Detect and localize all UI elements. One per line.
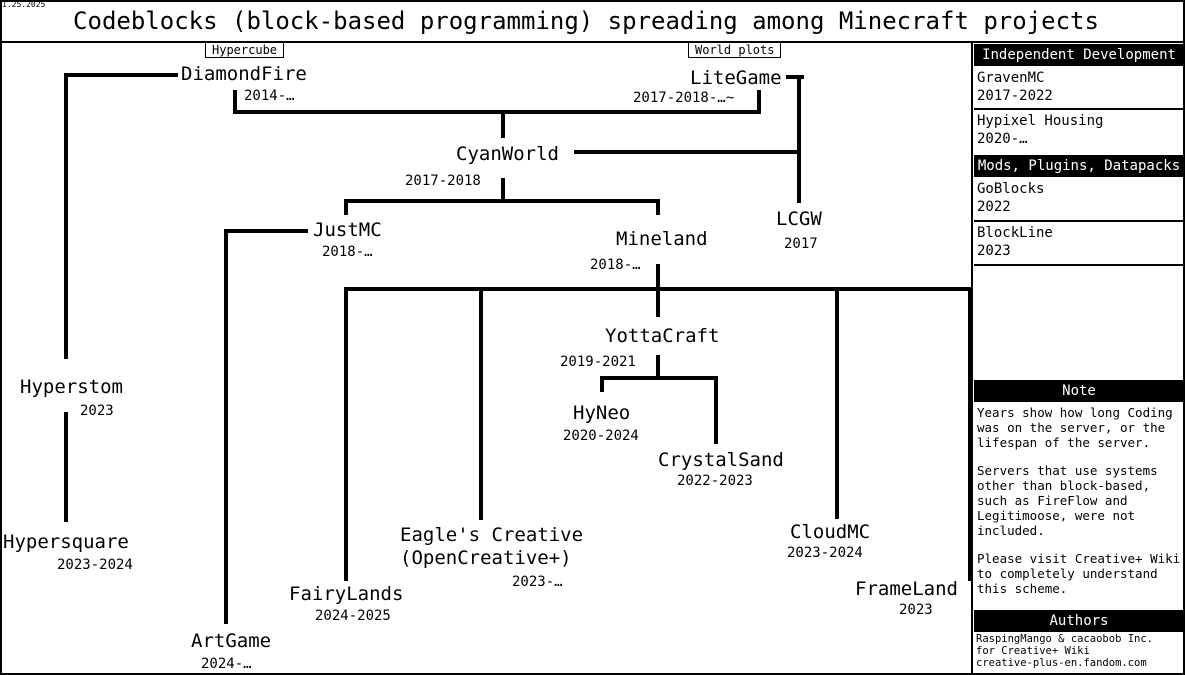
node-hyperstom-years: 2023 — [80, 403, 114, 419]
node-lcgw-name: LCGW — [776, 208, 822, 230]
hypercube-label: Hypercube — [205, 42, 285, 58]
world-plots-label: World plots — [688, 42, 782, 58]
connector-line — [501, 178, 505, 202]
mods-item: GoBlocks 2022 — [974, 178, 1184, 222]
note-header: Note — [974, 380, 1184, 402]
node-cloudmc-years: 2023-2024 — [787, 545, 863, 561]
connector-line — [656, 287, 660, 317]
connector-line — [600, 376, 718, 380]
node-hyneo-name: HyNeo — [573, 402, 631, 424]
mods-item-name: BlockLine — [977, 225, 1053, 241]
connector-line — [344, 199, 660, 203]
connector-line — [64, 74, 68, 359]
connector-line — [64, 412, 68, 522]
connector-line — [574, 150, 800, 154]
sidebar-divider — [971, 41, 973, 675]
node-hypersquare-name: Hypersquare — [3, 531, 129, 553]
node-cyanworld-name: CyanWorld — [456, 143, 559, 165]
node-diamondfire-name: DiamondFire — [181, 63, 307, 85]
independent-item-name: GravenMC — [977, 70, 1045, 86]
connector-line — [344, 199, 348, 215]
node-hypersquare-years: 2023-2024 — [57, 557, 133, 573]
connector-line — [797, 75, 801, 203]
connector-line — [757, 90, 761, 114]
authors-text: RaspingMango & cacaobob Inc. for Creativ… — [976, 633, 1184, 669]
independent-item-years: 2017-2022 — [977, 88, 1053, 104]
authors-line: RaspingMango & cacaobob Inc. — [976, 633, 1154, 645]
connector-line — [714, 376, 718, 444]
node-litegame-years: 2017-2018-…~ — [633, 90, 735, 106]
connector-line — [835, 287, 839, 519]
authors-line: for Creative+ Wiki — [976, 645, 1090, 657]
mods-item-years: 2023 — [977, 243, 1011, 259]
authors-header: Authors — [974, 610, 1184, 632]
node-fairylands-name: FairyLands — [289, 583, 404, 605]
connector-line — [501, 110, 505, 138]
node-artgame-name: ArtGame — [191, 630, 272, 652]
node-fairylands-years: 2024-2025 — [315, 608, 391, 624]
connector-line — [233, 110, 761, 114]
node-justmc-name: JustMC — [313, 219, 382, 241]
node-litegame-name: LiteGame — [690, 67, 782, 89]
node-mineland-name: Mineland — [616, 228, 708, 250]
page-title: Codeblocks (block-based programming) spr… — [73, 7, 1099, 35]
mods-plugins-datapacks-header: Mods, Plugins, Datapacks — [974, 155, 1184, 177]
note-paragraph: Please visit Creative+ Wiki to completel… — [977, 551, 1181, 596]
independent-development-header: Independent Development — [974, 44, 1184, 66]
authors-link[interactable]: creative-plus-en.fandom.com — [976, 657, 1147, 669]
note-text: Years show how long Coding was on the se… — [977, 405, 1183, 609]
node-cloudmc-name: CloudMC — [790, 521, 871, 543]
node-frameland-name: FrameLand — [855, 578, 958, 600]
node-crystalsand-name: CrystalSand — [658, 449, 784, 471]
connector-line — [64, 73, 178, 77]
node-crystalsand-years: 2022-2023 — [677, 473, 753, 489]
node-yottacraft-name: YottaCraft — [605, 325, 720, 347]
title-divider — [0, 41, 1185, 43]
node-yottacraft-years: 2019-2021 — [560, 354, 636, 370]
node-hyneo-years: 2020-2024 — [563, 428, 639, 444]
node-eagles-name-2: (OpenCreative+) — [400, 547, 572, 569]
node-cyanworld-years: 2017-2018 — [405, 173, 481, 189]
connector-line — [656, 355, 660, 379]
connector-line — [224, 229, 228, 624]
connector-line — [344, 287, 348, 581]
note-paragraph: Years show how long Coding was on the se… — [977, 405, 1173, 450]
node-frameland-years: 2023 — [899, 602, 933, 618]
node-diamondfire-years: 2014-… — [244, 88, 295, 104]
connector-line — [656, 199, 660, 215]
connector-line — [656, 264, 660, 290]
node-artgame-years: 2024-… — [201, 656, 252, 672]
mods-item-years: 2022 — [977, 199, 1011, 215]
connector-line — [233, 90, 237, 114]
node-mineland-years: 2018-… — [590, 257, 641, 273]
independent-item-name: Hypixel Housing — [977, 113, 1104, 129]
node-eagles-years: 2023-… — [512, 574, 563, 590]
date-stamp: 1.25.2025 — [2, 0, 46, 9]
connector-line — [224, 229, 308, 233]
node-justmc-years: 2018-… — [322, 244, 373, 260]
mods-item-name: GoBlocks — [977, 181, 1045, 197]
independent-item: Hypixel Housing 2020-… — [974, 110, 1184, 154]
node-lcgw-years: 2017 — [784, 236, 818, 252]
mods-item: BlockLine 2023 — [974, 222, 1184, 266]
connector-line — [600, 376, 604, 392]
node-eagles-name: Eagle's Creative — [400, 524, 584, 546]
node-hyperstom-name: Hyperstom — [20, 376, 123, 398]
note-paragraph: Servers that use systems other than bloc… — [977, 463, 1158, 538]
connector-line — [479, 287, 483, 520]
independent-item: GravenMC 2017-2022 — [974, 67, 1184, 110]
connector-line — [786, 75, 804, 79]
connector-line — [968, 287, 972, 581]
independent-item-years: 2020-… — [977, 131, 1028, 147]
